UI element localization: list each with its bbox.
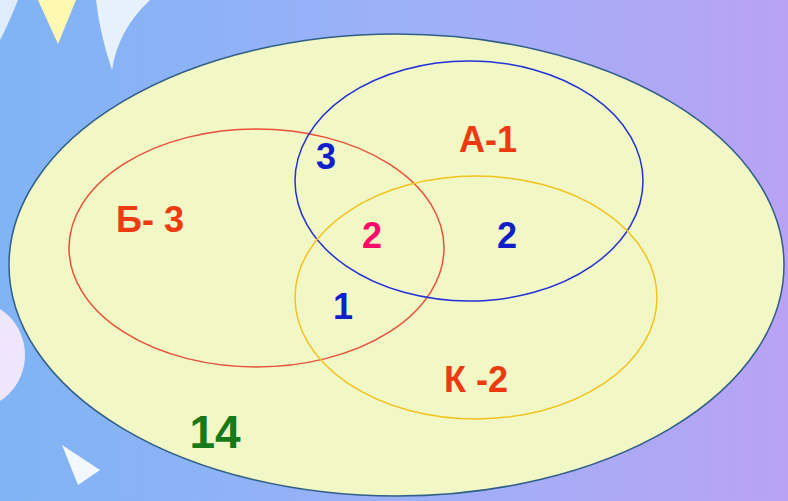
corner-sliver — [0, 0, 18, 40]
intersection-count: 1 — [333, 289, 353, 325]
set-region: Б- 3 — [68, 128, 445, 368]
outside-count: 14 — [189, 409, 240, 455]
set-label: Б- 3 — [116, 202, 184, 238]
universe-region: 14 Б- 3 А-1 К -2 — [8, 33, 785, 497]
set-ellipse-outline — [69, 129, 444, 367]
decor-triangle — [62, 445, 100, 485]
decor-sliver — [96, 0, 150, 70]
set-label: А-1 — [459, 122, 517, 158]
intersection-count: 3 — [316, 139, 336, 175]
set-ellipse — [68, 128, 445, 368]
set-region: А-1 — [294, 60, 644, 302]
set-ellipse-outline — [295, 176, 657, 419]
set-ellipse-outline — [295, 61, 643, 301]
set-ellipse — [294, 60, 644, 302]
universe-ellipse-outline — [9, 34, 784, 496]
decor-triangle — [38, 0, 76, 44]
intersection-count: 2 — [362, 218, 382, 254]
universe-ellipse — [8, 33, 785, 497]
set-label: К -2 — [444, 362, 508, 398]
intersection-count: 2 — [497, 218, 517, 254]
